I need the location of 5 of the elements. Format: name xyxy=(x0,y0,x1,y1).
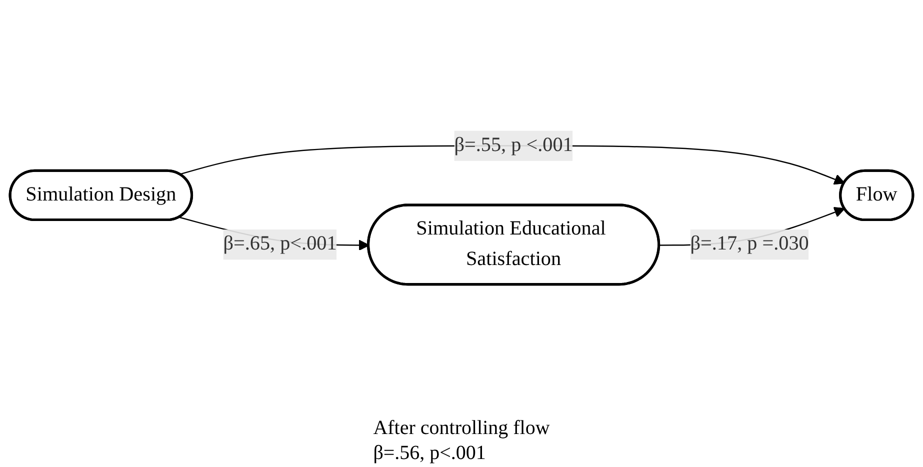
edge-label: β=.65, p<.001 xyxy=(223,233,337,255)
note-text: β=.56, p<.001 xyxy=(373,442,487,465)
edge-label: β=.17, p =.030 xyxy=(690,233,809,255)
edge-label: β=.55, p <.001 xyxy=(454,134,573,156)
note-text: After controlling flow xyxy=(373,417,550,440)
